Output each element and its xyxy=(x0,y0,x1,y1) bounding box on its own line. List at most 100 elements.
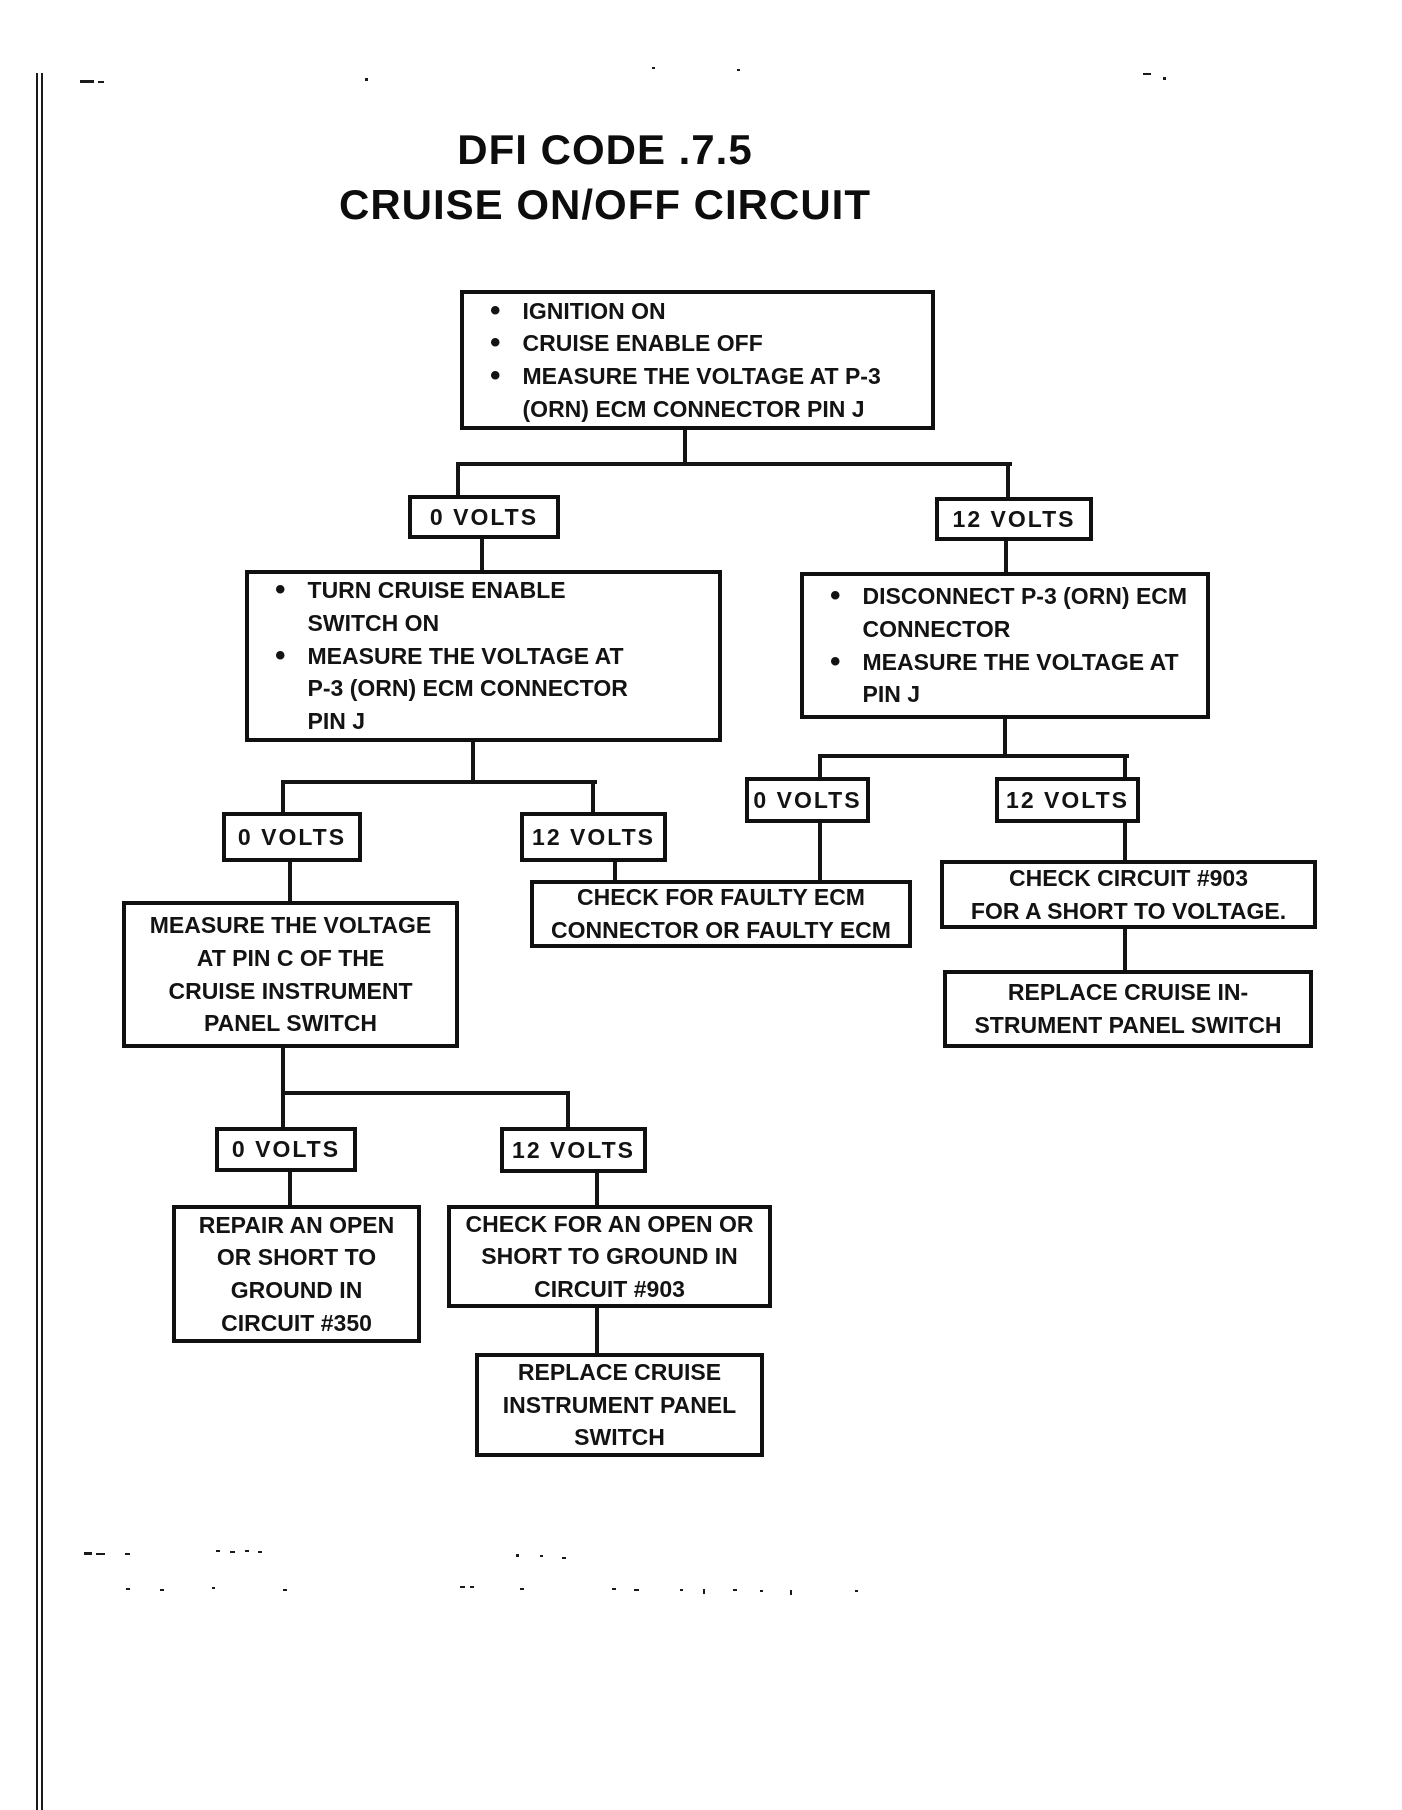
scan-speck xyxy=(1143,73,1151,75)
flow-node-measure-pin-c: MEASURE THE VOLTAGE AT PIN C OF THE CRUI… xyxy=(122,901,459,1048)
connector-line xyxy=(288,860,292,903)
connector-line xyxy=(288,1170,292,1206)
flow-node-start-conditions: IGNITION ON CRUISE ENABLE OFF MEASURE TH… xyxy=(460,290,935,430)
bullet-item: CRUISE ENABLE OFF xyxy=(490,327,923,360)
scan-speck xyxy=(212,1587,215,1589)
scan-speck xyxy=(98,81,104,83)
volts-label: 12 VOLTS xyxy=(1006,786,1129,813)
node-text-line: OR SHORT TO xyxy=(216,1244,377,1271)
scan-speck xyxy=(283,1589,287,1591)
scan-speck xyxy=(160,1589,164,1591)
scan-speck xyxy=(84,1552,92,1555)
bullet-text: MEASURE THE VOLTAGE AT PIN J xyxy=(863,646,1179,711)
scan-speck xyxy=(80,80,94,83)
node-text-line: SWITCH ON xyxy=(307,610,440,637)
scan-speck xyxy=(855,1590,858,1592)
flow-node-12-volts-level2-left: 12 VOLTS xyxy=(520,812,667,862)
flow-node-12-volts-level3: 12 VOLTS xyxy=(500,1127,647,1173)
scan-speck xyxy=(737,69,740,71)
flow-node-0-volts-level3: 0 VOLTS xyxy=(215,1127,357,1172)
page-title-line2: CRUISE ON/OFF CIRCUIT xyxy=(339,181,871,229)
node-text-line: REPAIR AN OPEN xyxy=(198,1211,395,1238)
scan-speck xyxy=(520,1588,524,1590)
node-text-line: CHECK FOR AN OPEN OR xyxy=(465,1210,754,1237)
bullet-item: MEASURE THE VOLTAGE AT P-3 (ORN) ECM CON… xyxy=(275,640,710,738)
node-text-line: MEASURE THE VOLTAGE AT xyxy=(862,648,1179,675)
page-title-line1: DFI CODE .7.5 xyxy=(457,126,753,173)
page-margin-line xyxy=(36,73,38,1810)
bullet-item: MEASURE THE VOLTAGE AT PIN J xyxy=(830,646,1198,711)
volts-label: 12 VOLTS xyxy=(512,1136,635,1163)
node-text-line: REPLACE CRUISE xyxy=(517,1359,722,1386)
connector-line xyxy=(1004,539,1008,575)
connector-line xyxy=(471,740,475,784)
bullet-text: TURN CRUISE ENABLE SWITCH ON xyxy=(308,574,566,639)
node-text-line: CHECK FOR FAULTY ECM xyxy=(577,884,865,911)
node-text-line: INSTRUMENT PANEL xyxy=(502,1391,737,1418)
node-text-line: PIN J xyxy=(862,681,921,708)
volts-label: 12 VOLTS xyxy=(532,823,655,850)
scan-speck xyxy=(562,1557,566,1559)
scan-speck xyxy=(258,1551,262,1553)
node-text-line: DISCONNECT P-3 (ORN) ECM xyxy=(862,583,1188,610)
flow-node-0-volts-level2-left: 0 VOLTS xyxy=(222,812,362,862)
node-text-line: CRUISE INSTRUMENT xyxy=(168,977,413,1004)
node-text-line: FOR A SHORT TO VOLTAGE. xyxy=(970,897,1287,924)
connector-line xyxy=(281,780,597,784)
bullet-text: IGNITION ON xyxy=(523,295,666,328)
node-text-line: CRUISE ENABLE OFF xyxy=(522,330,763,357)
bullet-text: MEASURE THE VOLTAGE AT P-3 (ORN) ECM CON… xyxy=(308,640,628,738)
flow-node-check-circuit-903-ground: CHECK FOR AN OPEN OR SHORT TO GROUND IN … xyxy=(447,1205,772,1308)
volts-label: 0 VOLTS xyxy=(429,503,539,530)
node-text-line: STRUMENT PANEL SWITCH xyxy=(974,1012,1282,1038)
flow-node-turn-cruise-enable: TURN CRUISE ENABLE SWITCH ON MEASURE THE… xyxy=(245,570,722,742)
scan-speck xyxy=(126,1588,130,1590)
connector-line xyxy=(613,860,617,882)
node-text-line: AT PIN C OF THE xyxy=(196,944,385,971)
bullet-item: DISCONNECT P-3 (ORN) ECM CONNECTOR xyxy=(830,580,1198,645)
connector-line xyxy=(683,430,687,466)
connector-line xyxy=(566,1091,570,1129)
volts-label: 12 VOLTS xyxy=(952,505,1076,532)
node-text-line: TURN CRUISE ENABLE xyxy=(307,577,566,604)
node-text-line: MEASURE THE VOLTAGE AT xyxy=(307,642,624,669)
node-text-line: CONNECTOR OR FAULTY ECM xyxy=(551,917,891,943)
connector-line xyxy=(818,754,822,779)
scan-speck xyxy=(216,1550,220,1552)
node-text-line: PANEL SWITCH xyxy=(204,1010,377,1037)
node-text-line: MEASURE THE VOLTAGE xyxy=(149,912,432,939)
flow-node-repair-circuit-350: REPAIR AN OPEN OR SHORT TO GROUND IN CIR… xyxy=(172,1205,421,1343)
node-text-line: GROUND IN xyxy=(230,1277,363,1303)
node-text-line: MEASURE THE VOLTAGE AT P-3 xyxy=(522,363,881,389)
connector-line xyxy=(1123,821,1127,862)
scan-speck xyxy=(125,1553,130,1555)
connector-line xyxy=(595,1305,599,1354)
connector-line xyxy=(595,1171,599,1206)
node-text-line: (ORN) ECM CONNECTOR PIN J xyxy=(522,395,865,422)
connector-line xyxy=(1123,927,1127,972)
page-title: DFI CODE .7.5 CRUISE ON/OFF CIRCUIT xyxy=(240,122,970,233)
connector-line xyxy=(1123,754,1127,779)
scan-speck xyxy=(516,1554,519,1557)
node-text-line: SWITCH xyxy=(574,1424,665,1451)
scan-speck xyxy=(460,1586,465,1588)
connector-line xyxy=(1006,462,1010,500)
connector-line xyxy=(591,780,595,814)
scan-speck xyxy=(612,1588,616,1590)
node-text-line: P-3 (ORN) ECM CONNECTOR xyxy=(307,675,628,702)
scan-speck xyxy=(1163,77,1166,80)
node-text-line: REPLACE CRUISE IN- xyxy=(1007,979,1249,1006)
scan-speck xyxy=(245,1550,249,1552)
bullet-item: MEASURE THE VOLTAGE AT P-3 (ORN) ECM CON… xyxy=(490,360,923,425)
page-margin-line xyxy=(41,73,43,1810)
node-text-line: CIRCUIT #903 xyxy=(534,1275,685,1302)
connector-line xyxy=(456,462,1012,466)
scan-speck xyxy=(540,1555,543,1557)
flow-node-replace-switch-bottom: REPLACE CRUISE INSTRUMENT PANEL SWITCH xyxy=(475,1353,764,1457)
flow-node-12-volts-level1: 12 VOLTS xyxy=(935,497,1093,541)
scan-speck xyxy=(634,1589,639,1591)
node-text-line: SHORT TO GROUND IN xyxy=(481,1243,738,1270)
flow-node-0-volts-level2-right: 0 VOLTS xyxy=(745,777,870,823)
scan-speck xyxy=(733,1589,737,1591)
